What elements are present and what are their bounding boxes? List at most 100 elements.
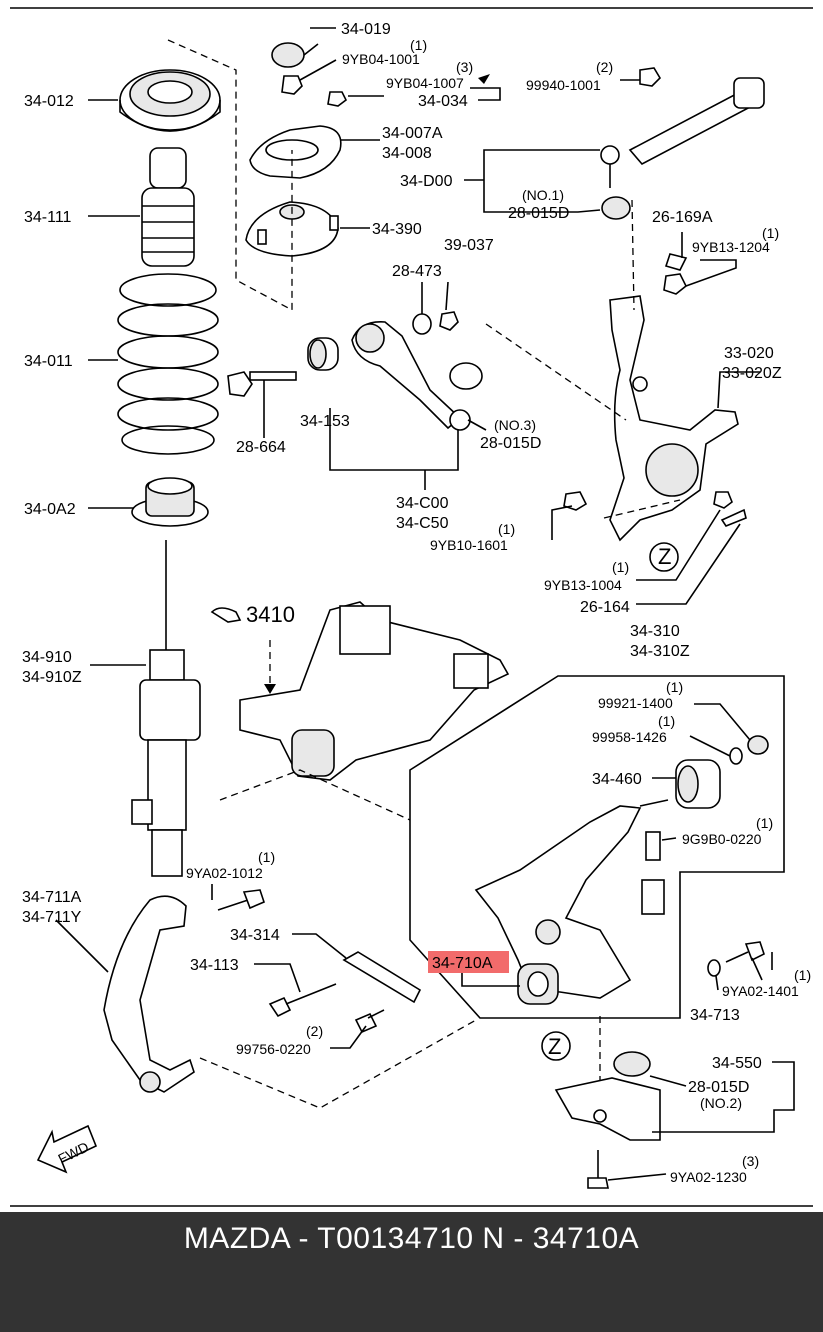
label-qty: (2) xyxy=(306,1023,323,1039)
label-34-310: 34-310 xyxy=(630,623,680,640)
tie-rod-34-d00 xyxy=(600,77,765,188)
label-34-c50: 34-C50 xyxy=(396,515,449,532)
label-9ya02-1230: 9YA02-1230 xyxy=(670,1169,747,1185)
label-34-314: 34-314 xyxy=(230,927,280,944)
label-qty: (1) xyxy=(794,967,811,983)
bushing-34-460 xyxy=(675,759,721,809)
coil-spring-34-011 xyxy=(117,273,219,455)
ref-z-circle-1 xyxy=(649,542,679,572)
label-28-015d: 28-015D xyxy=(688,1079,749,1096)
dashed-strut-guide xyxy=(167,39,293,312)
subframe-3410 xyxy=(239,601,510,781)
label-28-473: 28-473 xyxy=(392,263,442,280)
ball-joint-34-550 xyxy=(554,1051,661,1189)
label-9ya02-1012: 9YA02-1012 xyxy=(186,865,263,881)
label-34-111: 34-111 xyxy=(24,209,72,226)
label-34-550: 34-550 xyxy=(712,1055,762,1072)
reference-hand-icon xyxy=(210,607,242,623)
spring-seat-34-0a2 xyxy=(131,477,209,527)
suspension-exploded-diagram: 34-019 (1) 9YB04-1001 (3) 9YB04-1007 34-… xyxy=(10,7,813,1207)
label-no2: (NO.2) xyxy=(700,1095,742,1111)
part-labels: 34-019 (1) 9YB04-1001 (3) 9YB04-1007 34-… xyxy=(22,21,811,1185)
label-34-034: 34-034 xyxy=(418,93,468,110)
label-qty: (1) xyxy=(258,849,275,865)
label-34-713: 34-713 xyxy=(690,1007,740,1024)
label-28-664: 28-664 xyxy=(236,439,286,456)
label-99921-1400: 99921-1400 xyxy=(598,695,673,711)
label-99958-1426: 99958-1426 xyxy=(592,729,667,745)
shock-absorber-34-910 xyxy=(131,540,201,877)
nut-99940-1001 xyxy=(639,67,662,87)
label-qty: (1) xyxy=(658,713,675,729)
label-28-015d: 28-015D xyxy=(508,205,569,222)
label-no1: (NO.1) xyxy=(522,187,564,203)
bolt-99756-0220 xyxy=(354,1009,385,1034)
nut-39-037 xyxy=(439,311,459,331)
nut-9yb13-1004 xyxy=(713,491,733,509)
label-34-310z: 34-310Z xyxy=(630,643,690,660)
label-34-460: 34-460 xyxy=(592,771,642,788)
nut-9yb10-1601 xyxy=(563,491,588,511)
label-34-711a: 34-711A xyxy=(22,889,82,906)
bushing-34-153 xyxy=(307,337,339,371)
label-qty: (1) xyxy=(762,225,779,241)
label-qty: (1) xyxy=(612,559,629,575)
washer-99958-1426 xyxy=(729,747,743,765)
bolt-28-664 xyxy=(227,371,297,397)
label-qty: (1) xyxy=(756,815,773,831)
label-99940-1001: 99940-1001 xyxy=(526,77,601,93)
label-9g9b0-0220: 9G9B0-0220 xyxy=(682,831,762,847)
bolt-9ya02-1012 xyxy=(217,889,265,911)
label-33-020z: 33-020Z xyxy=(722,365,782,382)
label-9yb13-1004: 9YB13-1004 xyxy=(544,577,622,593)
label-9ya02-1401: 9YA02-1401 xyxy=(722,983,799,999)
bracket-34-007a xyxy=(249,125,342,179)
label-z: Z xyxy=(548,1034,561,1059)
label-34-d00: 34-D00 xyxy=(400,173,453,190)
label-34-c00: 34-C00 xyxy=(396,495,449,512)
label-99756-0220: 99756-0220 xyxy=(236,1041,311,1057)
label-34-012: 34-012 xyxy=(24,93,74,110)
label-34-007a: 34-007A xyxy=(382,125,443,142)
label-34-710a: 34-710A xyxy=(432,955,493,972)
label-39-037: 39-037 xyxy=(444,237,494,254)
label-34-711y: 34-711Y xyxy=(22,909,82,926)
boot-28-015d-no3 xyxy=(449,362,483,390)
bracket-34-314 xyxy=(342,951,422,1004)
label-34-0a2: 34-0A2 xyxy=(24,501,76,518)
label-no3: (NO.3) xyxy=(494,417,536,433)
label-34-019: 34-019 xyxy=(341,21,391,38)
label-9yb04-1001: 9YB04-1001 xyxy=(342,51,420,67)
bracket-34-c00 xyxy=(329,430,459,471)
bracket-34-711a xyxy=(103,895,195,1093)
lower-arm-34-310 xyxy=(474,799,669,999)
label-28-015d: 28-015D xyxy=(480,435,541,452)
bolt-34-113 xyxy=(268,983,337,1018)
nut-9yb13-1204 xyxy=(663,273,688,295)
bump-stop-34-111 xyxy=(141,147,195,267)
footer-bar xyxy=(0,1212,823,1332)
dashed-knuckle-guides xyxy=(485,199,681,519)
nut-9yb04-1001 xyxy=(281,75,303,95)
fwd-arrow-icon xyxy=(36,1124,98,1174)
nut-99921-1400 xyxy=(747,735,769,755)
label-qty: (2) xyxy=(596,59,613,75)
highlight-34-710a xyxy=(428,951,509,973)
label-34-008: 34-008 xyxy=(382,145,432,162)
label-qty: (3) xyxy=(456,59,473,75)
washer-28-473 xyxy=(412,313,432,335)
label-34-011: 34-011 xyxy=(24,353,73,370)
label-34-153: 34-153 xyxy=(300,413,350,430)
label-9yb04-1007: 9YB04-1007 xyxy=(386,75,464,91)
footer-part-number: MAZDA - T00134710 N - 34710A xyxy=(183,1222,640,1255)
label-9yb10-1601: 9YB10-1601 xyxy=(430,537,508,553)
label-qty: (1) xyxy=(666,679,683,695)
label-26-164: 26-164 xyxy=(580,599,630,616)
bushing-34-710a xyxy=(517,963,559,1005)
label-34-910z: 34-910Z xyxy=(22,669,82,686)
pin-26-164 xyxy=(720,508,747,527)
knuckle-33-020 xyxy=(609,295,739,542)
bolt-9g9b0-0220 xyxy=(641,831,665,915)
ref-z-circle-2 xyxy=(541,1031,571,1061)
nut-9yb04-1007 xyxy=(327,91,348,107)
